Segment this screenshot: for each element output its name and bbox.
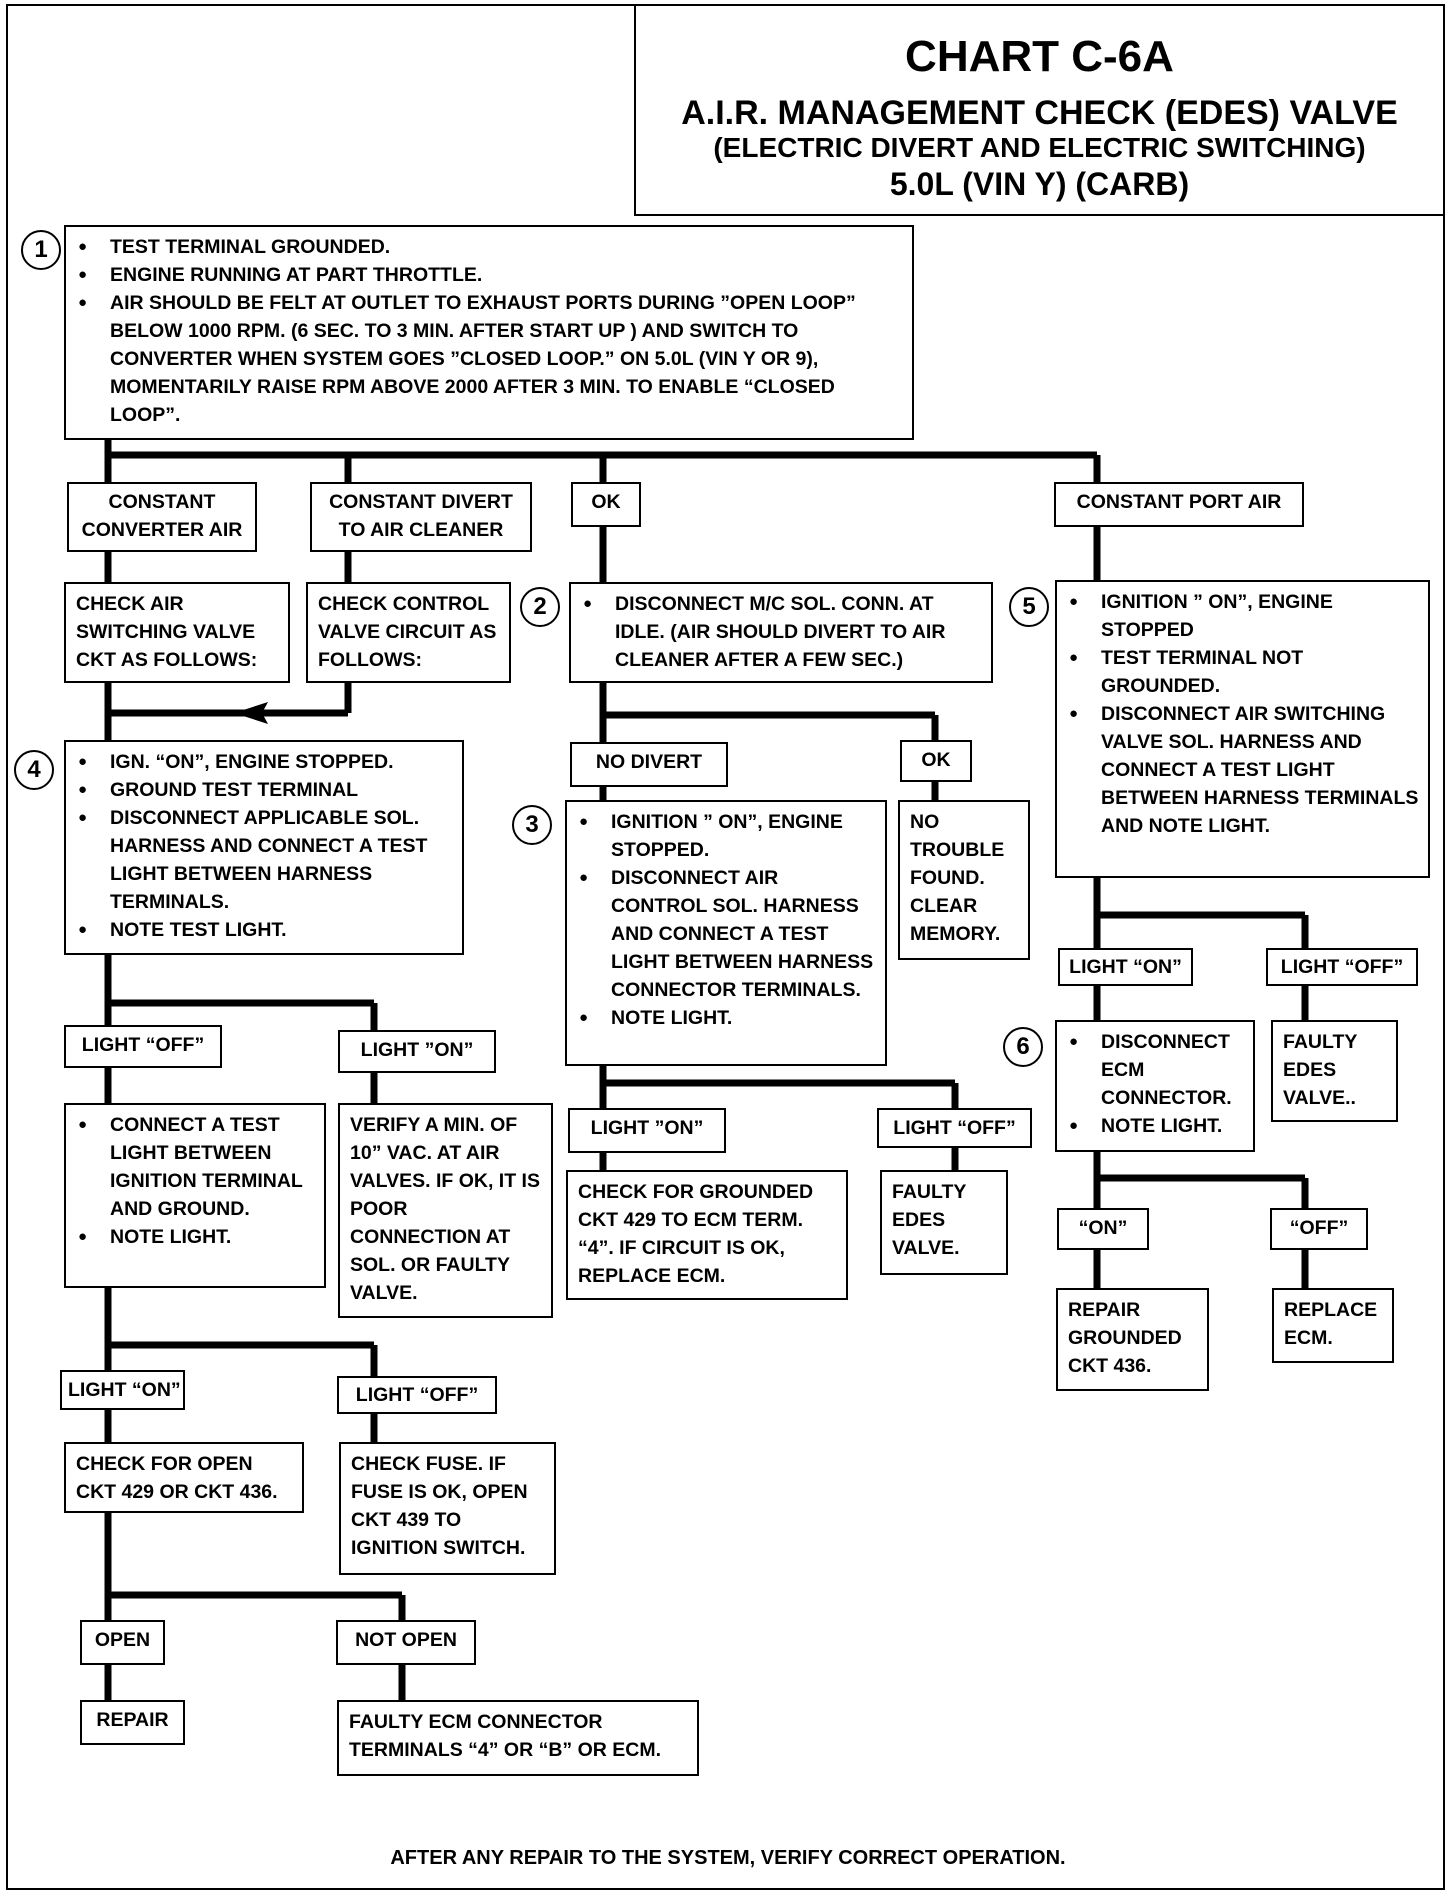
replace-ecm-box: REPLACE ECM. <box>1272 1288 1394 1363</box>
light-off-5-box: LIGHT “OFF” <box>1266 948 1418 986</box>
chart-title: A.I.R. MANAGEMENT CHECK (EDES) VALVE <box>681 94 1398 132</box>
step-5-item: IGNITION ” ON”, ENGINE STOPPED <box>1067 588 1420 644</box>
step-5-item: TEST TERMINAL NOT GROUNDED. <box>1067 644 1420 700</box>
step-5-marker: 5 <box>1009 587 1049 627</box>
step-4-item: DISCONNECT APPLICABLE SOL. HARNESS AND C… <box>76 804 454 916</box>
light-on-3-box: LIGHT ”ON” <box>568 1108 726 1153</box>
ok-2-box: OK <box>900 740 972 782</box>
on-6-box: “ON” <box>1057 1208 1149 1250</box>
connect-test-item: CONNECT A TEST LIGHT BETWEEN IGNITION TE… <box>76 1111 316 1223</box>
step-2-item: DISCONNECT M/C SOL. CONN. AT IDLE. (AIR … <box>581 590 983 674</box>
step-2-box: DISCONNECT M/C SOL. CONN. AT IDLE. (AIR … <box>569 582 993 683</box>
off-6-box: “OFF” <box>1270 1208 1368 1250</box>
step-1-marker: 1 <box>21 230 61 270</box>
step-5-item: DISCONNECT AIR SWITCHING VALVE SOL. HARN… <box>1067 700 1420 840</box>
constant-converter-air-box: CONSTANT CONVERTER AIR <box>67 482 257 552</box>
step-6-box: DISCONNECT ECM CONNECTOR. NOTE LIGHT. <box>1055 1020 1255 1152</box>
check-air-switching-box: CHECK AIR SWITCHING VALVE CKT AS FOLLOWS… <box>64 582 290 683</box>
faulty-edes-valve-5-box: FAULTY EDES VALVE.. <box>1271 1020 1398 1122</box>
no-trouble-found-box: NO TROUBLE FOUND. CLEAR MEMORY. <box>898 800 1030 960</box>
step-2-marker: 2 <box>520 587 560 627</box>
chart-title-box: CHART C-6A A.I.R. MANAGEMENT CHECK (EDES… <box>634 4 1445 216</box>
light-on-4-box: LIGHT ”ON” <box>338 1030 496 1073</box>
engine-spec: 5.0L (VIN Y) (CARB) <box>889 166 1190 202</box>
step-6-item: NOTE LIGHT. <box>1067 1112 1245 1140</box>
open-box: OPEN <box>80 1620 165 1665</box>
step-1-item: AIR SHOULD BE FELT AT OUTLET TO EXHAUST … <box>76 289 904 429</box>
step-3-box: IGNITION ” ON”, ENGINE STOPPED. DISCONNE… <box>565 800 887 1066</box>
constant-divert-box: CONSTANT DIVERT TO AIR CLEANER <box>310 482 532 552</box>
check-fuse-box: CHECK FUSE. IF FUSE IS OK, OPEN CKT 439 … <box>339 1442 556 1575</box>
repair-grounded-436-box: REPAIR GROUNDED CKT 436. <box>1056 1288 1209 1391</box>
step-1-item: TEST TERMINAL GROUNDED. <box>76 233 904 261</box>
light-on-lower-box: LIGHT “ON” <box>60 1370 185 1410</box>
step-3-marker: 3 <box>512 805 552 845</box>
step-3-item: NOTE LIGHT. <box>577 1004 877 1032</box>
chart-subtitle: (ELECTRIC DIVERT AND ELECTRIC SWITCHING) <box>713 132 1366 163</box>
check-control-valve-box: CHECK CONTROL VALVE CIRCUIT AS FOLLOWS: <box>306 582 511 683</box>
light-off-3-box: LIGHT “OFF” <box>877 1108 1032 1148</box>
light-off-4-box: LIGHT “OFF” <box>64 1025 222 1068</box>
step-3-item: IGNITION ” ON”, ENGINE STOPPED. <box>577 808 877 864</box>
step-4-marker: 4 <box>14 750 54 790</box>
step-6-marker: 6 <box>1003 1027 1043 1067</box>
verify-vacuum-box: VERIFY A MIN. OF 10” VAC. AT AIR VALVES.… <box>338 1103 553 1318</box>
faulty-edes-valve-3-box: FAULTY EDES VALVE. <box>880 1170 1008 1275</box>
step-3-item: DISCONNECT AIR CONTROL SOL. HARNESS AND … <box>577 864 877 1004</box>
constant-port-air-box: CONSTANT PORT AIR <box>1054 482 1304 527</box>
connect-test-item: NOTE LIGHT. <box>76 1223 316 1251</box>
step-1-item: ENGINE RUNNING AT PART THROTTLE. <box>76 261 904 289</box>
arrow-head-icon <box>234 702 268 724</box>
step-4-item: GROUND TEST TERMINAL <box>76 776 454 804</box>
no-divert-box: NO DIVERT <box>570 742 728 787</box>
connect-test-light-box: CONNECT A TEST LIGHT BETWEEN IGNITION TE… <box>64 1103 326 1288</box>
step-4-item: NOTE TEST LIGHT. <box>76 916 454 944</box>
chart-number: CHART C-6A <box>905 32 1174 81</box>
step-6-item: DISCONNECT ECM CONNECTOR. <box>1067 1028 1245 1112</box>
check-open-ckt-box: CHECK FOR OPEN CKT 429 OR CKT 436. <box>64 1442 304 1513</box>
faulty-ecm-connector-box: FAULTY ECM CONNECTOR TERMINALS “4” OR “B… <box>337 1700 699 1776</box>
not-open-box: NOT OPEN <box>336 1620 476 1665</box>
step-5-box: IGNITION ” ON”, ENGINE STOPPED TEST TERM… <box>1055 580 1430 878</box>
ok-box: OK <box>571 482 641 527</box>
step-4-box: IGN. “ON”, ENGINE STOPPED. GROUND TEST T… <box>64 740 464 955</box>
step-1-box: TEST TERMINAL GROUNDED. ENGINE RUNNING A… <box>64 225 914 440</box>
light-off-lower-box: LIGHT “OFF” <box>337 1376 497 1414</box>
light-on-5-box: LIGHT “ON” <box>1058 948 1193 986</box>
repair-box: REPAIR <box>80 1700 185 1745</box>
check-grounded-429-box: CHECK FOR GROUNDED CKT 429 TO ECM TERM. … <box>566 1170 848 1300</box>
step-4-item: IGN. “ON”, ENGINE STOPPED. <box>76 748 454 776</box>
footer-note: AFTER ANY REPAIR TO THE SYSTEM, VERIFY C… <box>390 1847 1066 1869</box>
